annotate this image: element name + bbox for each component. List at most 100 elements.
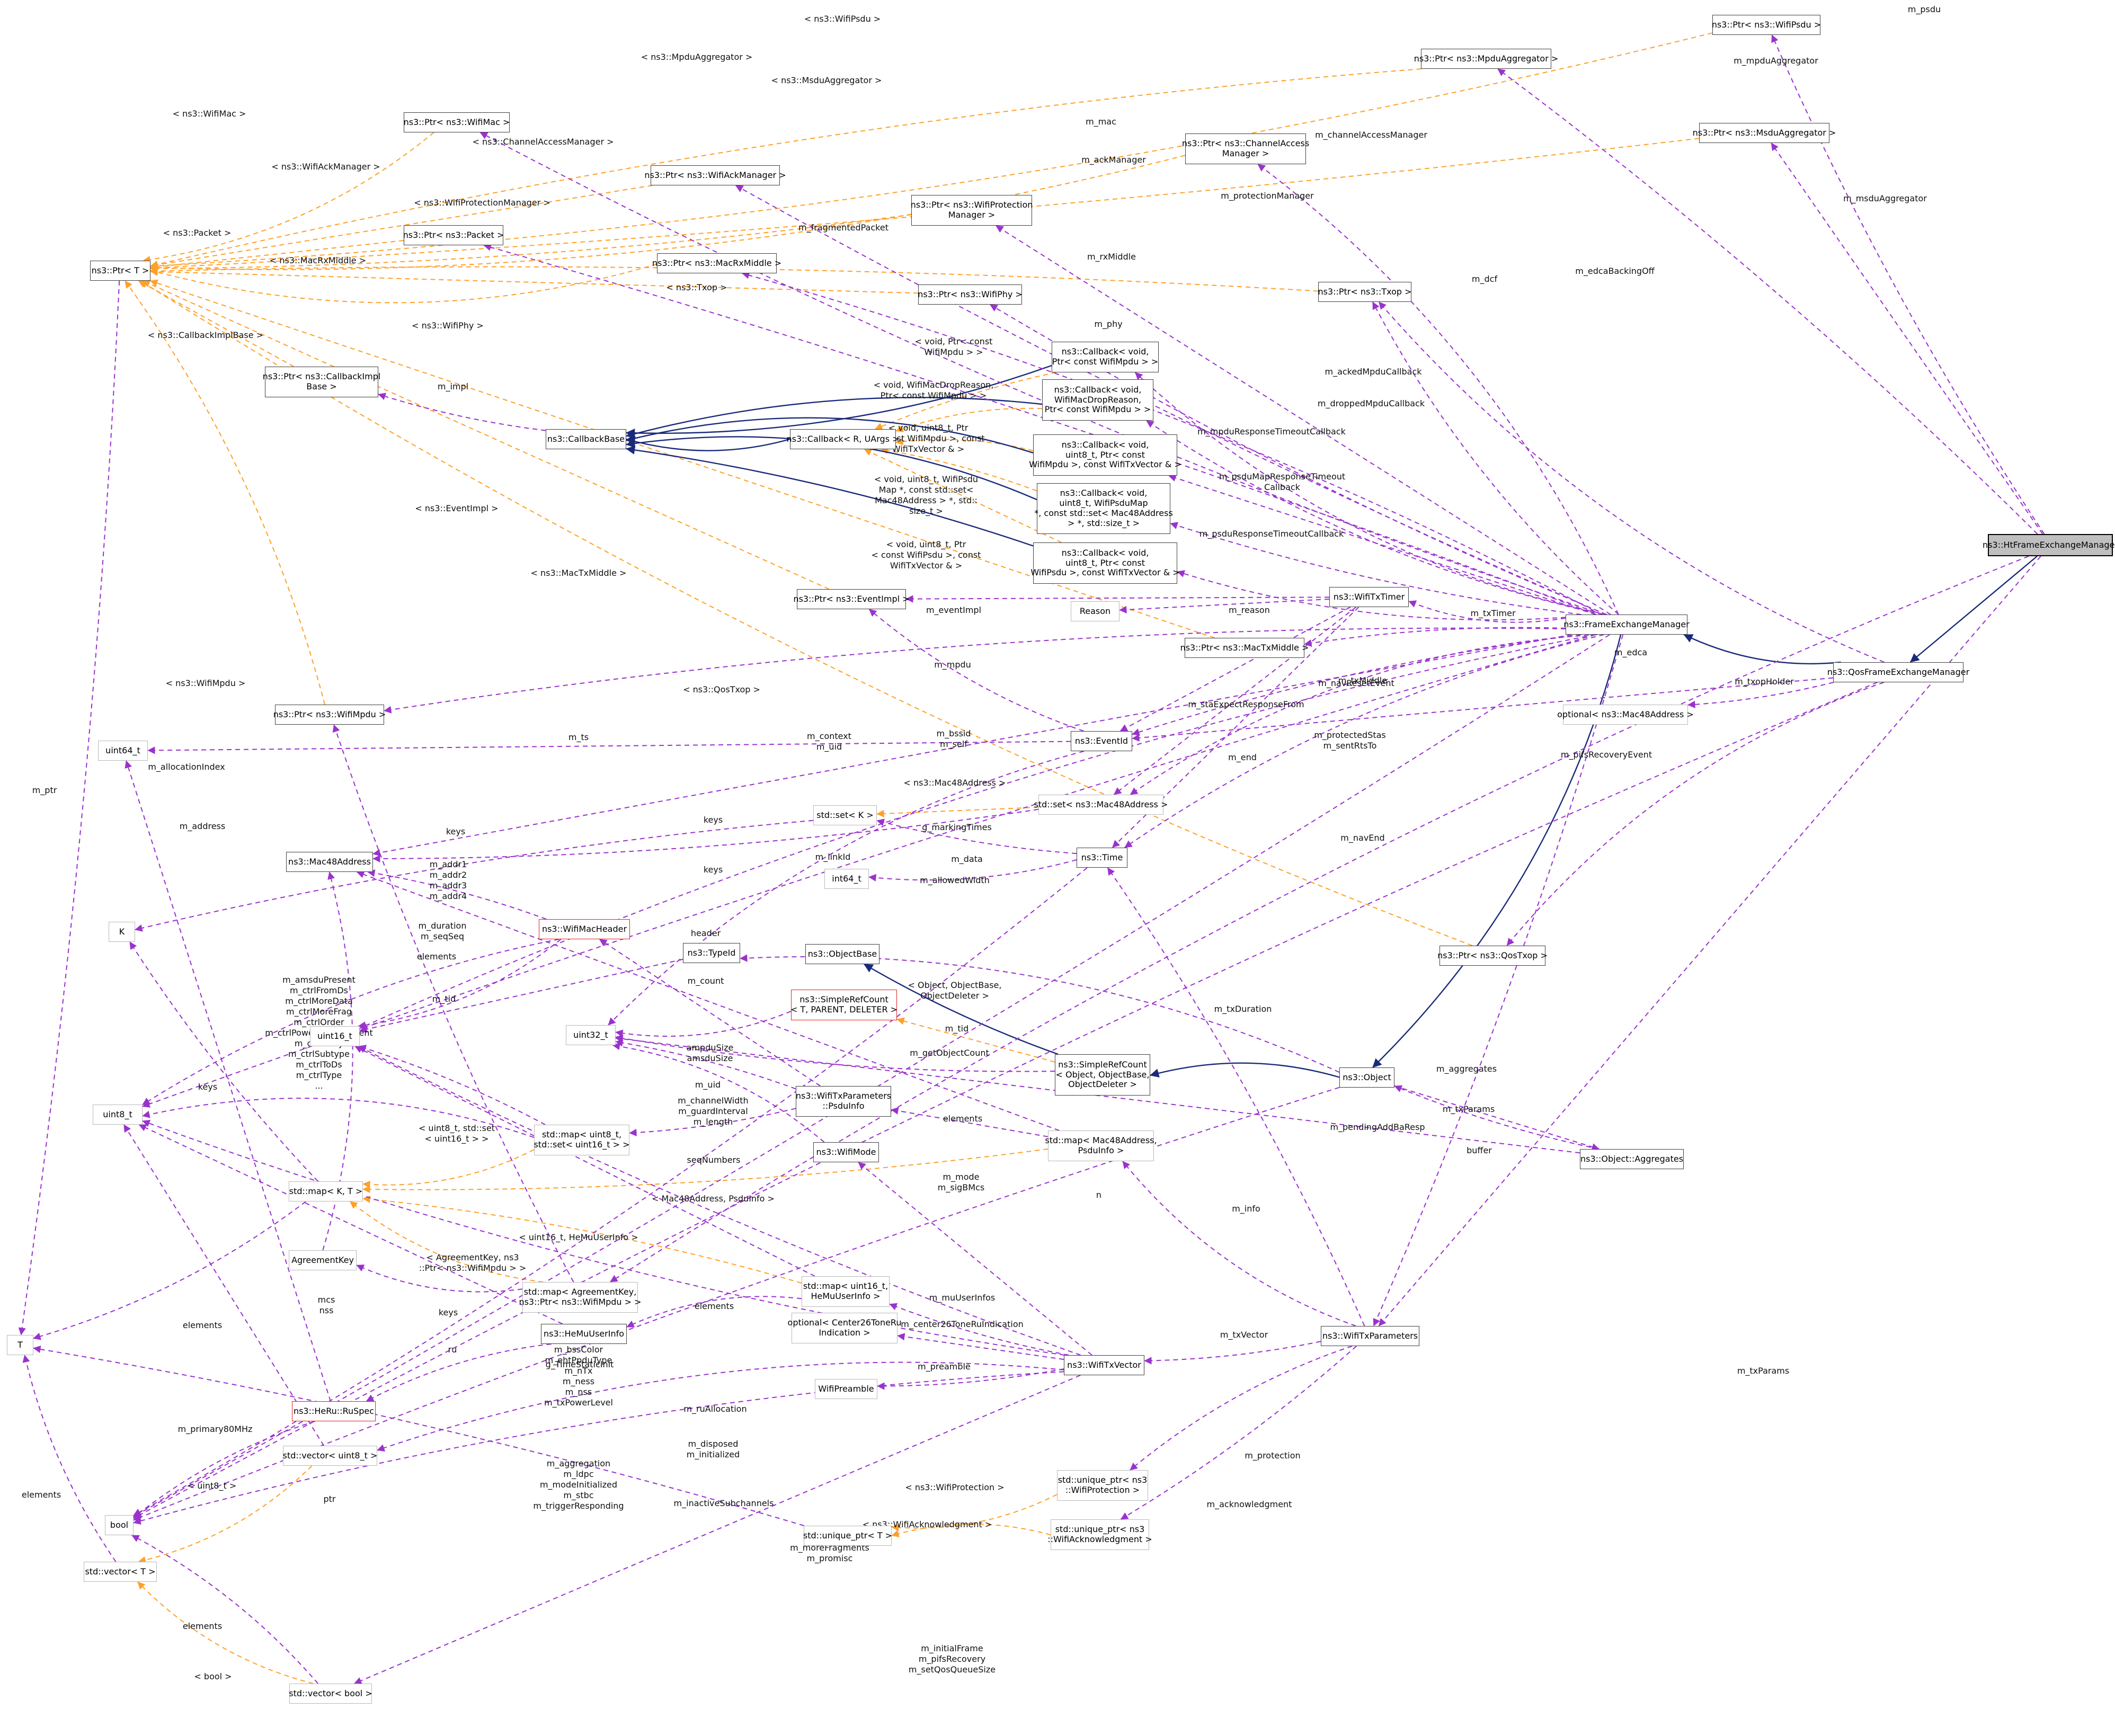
edge-label-52: m_end [1228, 752, 1257, 762]
node-vec_bool[interactable]: std::vector< bool > [289, 1684, 372, 1704]
node-bool_n[interactable]: bool [105, 1515, 134, 1535]
node-reason[interactable]: Reason [1071, 601, 1119, 621]
edge-label-12: < ns3::WifiProtectionManager > [414, 198, 550, 208]
edge-ptr_ackmgr-ptr_t [150, 185, 653, 269]
edge-label-68: m_duration m_seqSeq [418, 921, 467, 941]
edge-label-9: < ns3::ChannelAccessManager > [472, 137, 614, 147]
node-ptr_mpduagg[interactable]: ns3::Ptr< ns3::MpduAggregator > [1414, 49, 1558, 69]
node-ptr_wifiphy[interactable]: ns3::Ptr< ns3::WifiPhy > [918, 284, 1023, 305]
edge-label-106: g_TimeStaticInit [545, 1359, 614, 1369]
node-ptr_cbimpl[interactable]: ns3::Ptr< ns3::CallbackImpl Base > [263, 367, 380, 397]
edge-label-118: m_moreFragments m_promisc [790, 1543, 869, 1563]
edge-label-88: < Mac48Address, PsduInfo > [652, 1194, 775, 1204]
node-ptr_wifimac[interactable]: ns3::Ptr< ns3::WifiMac > [404, 112, 510, 132]
node-map_mac_psdu[interactable]: std::map< Mac48Address, PsduInfo > [1045, 1130, 1157, 1161]
node-wifitxvector[interactable]: ns3::WifiTxVector [1064, 1355, 1144, 1375]
edge-label-96: elements [694, 1301, 734, 1311]
node-uint16[interactable]: uint16_t [310, 1026, 360, 1046]
edge-label-36: < ns3::MacTxMiddle > [530, 568, 627, 578]
node-wifitxtimer[interactable]: ns3::WifiTxTimer [1329, 587, 1409, 607]
edge-time-bool_n [133, 867, 1088, 1516]
node-ptr_cam[interactable]: ns3::Ptr< ns3::ChannelAccess Manager > [1182, 133, 1309, 164]
node-wifitxparams[interactable]: ns3::WifiTxParameters [1321, 1326, 1419, 1346]
node-agreementkey[interactable]: AgreementKey [289, 1250, 357, 1270]
node-k_node[interactable]: K [109, 922, 135, 942]
node-objectbase[interactable]: ns3::ObjectBase [805, 944, 879, 964]
node-qosfem[interactable]: ns3::QosFrameExchangeManager [1827, 662, 1969, 682]
edge-wifitxvector-vec_bool [354, 1375, 1081, 1685]
node-cb_drop[interactable]: ns3::Callback< void, WifiMacDropReason, … [1042, 379, 1153, 421]
edge-label-51: m_bssid m_self [936, 728, 971, 749]
edge-label-116: < ns3::WifiProtection > [905, 1482, 1005, 1492]
node-psduinfo[interactable]: ns3::WifiTxParameters ::PsduInfo [796, 1086, 891, 1117]
node-map_u8set[interactable]: std::map< uint8_t, std::set< uint16_t > … [534, 1125, 630, 1155]
edge-label-26: < void, WifiMacDropReason, Ptr< const Wi… [873, 380, 994, 400]
node-cb_psdu_txv[interactable]: ns3::Callback< void, uint8_t, Ptr< const… [1030, 542, 1180, 584]
node-eventid[interactable]: ns3::EventId [1071, 731, 1132, 751]
node-uint32[interactable]: uint32_t [566, 1025, 616, 1045]
node-heru_ruspec[interactable]: ns3::HeRu::RuSpec [292, 1401, 376, 1421]
edge-vec_u8-vec_t [138, 1465, 313, 1564]
node-uptr_t[interactable]: std::unique_ptr< T > [803, 1526, 892, 1546]
node-map_u16_hemu[interactable]: std::map< uint16_t, HeMuUserInfo > [802, 1276, 890, 1307]
node-hemuuserinfo[interactable]: ns3::HeMuUserInfo [541, 1324, 627, 1344]
node-callbackbase[interactable]: ns3::CallbackBase [546, 429, 626, 449]
node-ptr_mactxmiddle[interactable]: ns3::Ptr< ns3::MacTxMiddle > [1180, 638, 1309, 658]
node-ptr_msduagg[interactable]: ns3::Ptr< ns3::MsduAggregator > [1693, 123, 1836, 143]
node-time[interactable]: ns3::Time [1077, 848, 1127, 868]
node-ptr_packet[interactable]: ns3::Ptr< ns3::Packet > [403, 225, 504, 245]
node-wifimacheader[interactable]: ns3::WifiMacHeader [539, 919, 630, 939]
node-ptr_ackmgr[interactable]: ns3::Ptr< ns3::WifiAckManager > [644, 165, 786, 185]
node-ptr_protmgr[interactable]: ns3::Ptr< ns3::WifiProtection Manager > [911, 195, 1033, 226]
node-fem[interactable]: ns3::FrameExchangeManager [1563, 615, 1690, 635]
node-ptr_wifipsdu[interactable]: ns3::Ptr< ns3::WifiPsdu > [1712, 15, 1821, 35]
node-t_node[interactable]: T [7, 1335, 33, 1355]
node-ptr_t[interactable]: ns3::Ptr< T > [90, 261, 150, 281]
node-int64[interactable]: int64_t [824, 869, 869, 889]
edge-uptr_prot-uptr_t [891, 1494, 1058, 1532]
node-ptr_wifimpdu[interactable]: ns3::Ptr< ns3::WifiMpdu > [273, 705, 386, 725]
node-set_mac48[interactable]: std::set< ns3::Mac48Address > [1034, 795, 1168, 815]
edge-map_u16_hemu-hemuuserinfo [626, 1296, 802, 1328]
node-set_k[interactable]: std::set< K > [813, 805, 877, 825]
edge-label-46: m_edca [1614, 647, 1648, 657]
node-cb_mpdu[interactable]: ns3::Callback< void, Ptr< const WifiMpdu… [1052, 342, 1159, 372]
node-uint8_n[interactable]: uint8_t [93, 1105, 143, 1125]
node-ptr_txop[interactable]: ns3::Ptr< ns3::Txop > [1318, 282, 1412, 302]
node-wifimode[interactable]: ns3::WifiMode [813, 1142, 879, 1162]
node-ptr_rxmiddle[interactable]: ns3::Ptr< ns3::MacRxMiddle > [652, 253, 781, 273]
edge-label-65: keys [703, 865, 723, 875]
node-ptr_eventimpl[interactable]: ns3::Ptr< ns3::EventImpl > [793, 589, 910, 609]
node-src_obj[interactable]: ns3::SimpleRefCount < Object, ObjectBase… [1055, 1054, 1150, 1096]
node-ptr_qostxop[interactable]: ns3::Ptr< ns3::QosTxop > [1437, 946, 1548, 966]
node-opt_mac48[interactable]: optional< ns3::Mac48Address > [1557, 705, 1694, 725]
edge-label-50: m_context m_uid [807, 731, 851, 752]
node-uptr_prot[interactable]: std::unique_ptr< ns3 ::WifiProtection > [1057, 1470, 1148, 1501]
node-vec_t[interactable]: std::vector< T > [84, 1562, 157, 1582]
node-opt_center26[interactable]: optional< Center26ToneRu Indication > [788, 1313, 901, 1343]
edge-callbackbase-ptr_cbimpl [378, 393, 546, 431]
edge-wifimacheader-uint16 [358, 939, 562, 1029]
node-object[interactable]: ns3::Object [1339, 1067, 1394, 1088]
edge-label-33: m_psduMapResponseTimeout Callback [1219, 471, 1346, 492]
node-map_kt[interactable]: std::map< K, T > [289, 1181, 363, 1201]
node-uint64[interactable]: uint64_t [98, 741, 148, 761]
node-uptr_ack[interactable]: std::unique_ptr< ns3 ::WifiAcknowledgmen… [1047, 1519, 1152, 1550]
edge-label-122: m_initialFrame m_pifsRecovery m_setQosQu… [908, 1643, 996, 1675]
node-typeid[interactable]: ns3::TypeId [683, 943, 740, 963]
edge-label-115: m_acknowledgment [1206, 1499, 1292, 1509]
node-cb_mpdu_txv[interactable]: ns3::Callback< void, uint8_t, Ptr< const… [1029, 434, 1181, 476]
node-wifipreamble[interactable]: WifiPreamble [815, 1379, 877, 1399]
node-callback_r[interactable]: ns3::Callback< R, UArgs > [786, 429, 900, 449]
edge-htfem-qosfem [1909, 556, 2038, 663]
node-map_agr[interactable]: std::map< AgreementKey, ns3::Ptr< ns3::W… [519, 1282, 642, 1313]
node-mac48[interactable]: ns3::Mac48Address [286, 852, 373, 872]
node-htfem[interactable]: ns3::HtFrameExchangeManager [1983, 534, 2115, 556]
node-aggregates[interactable]: ns3::Object::Aggregates [1580, 1149, 1684, 1169]
node-src_tpd[interactable]: ns3::SimpleRefCount < T, PARENT, DELETER… [790, 990, 897, 1020]
edge-label-56: m_ptr [32, 785, 57, 795]
edge-wifitxvector-wifipreamble [877, 1368, 1064, 1390]
edge-label-87: < uint8_t, std::set < uint16_t > > [418, 1123, 495, 1144]
node-vec_u8[interactable]: std::vector< uint8_t > [283, 1446, 377, 1466]
node-cb_psdumap[interactable]: ns3::Callback< void, uint8_t, WifiPsduMa… [1034, 483, 1173, 534]
